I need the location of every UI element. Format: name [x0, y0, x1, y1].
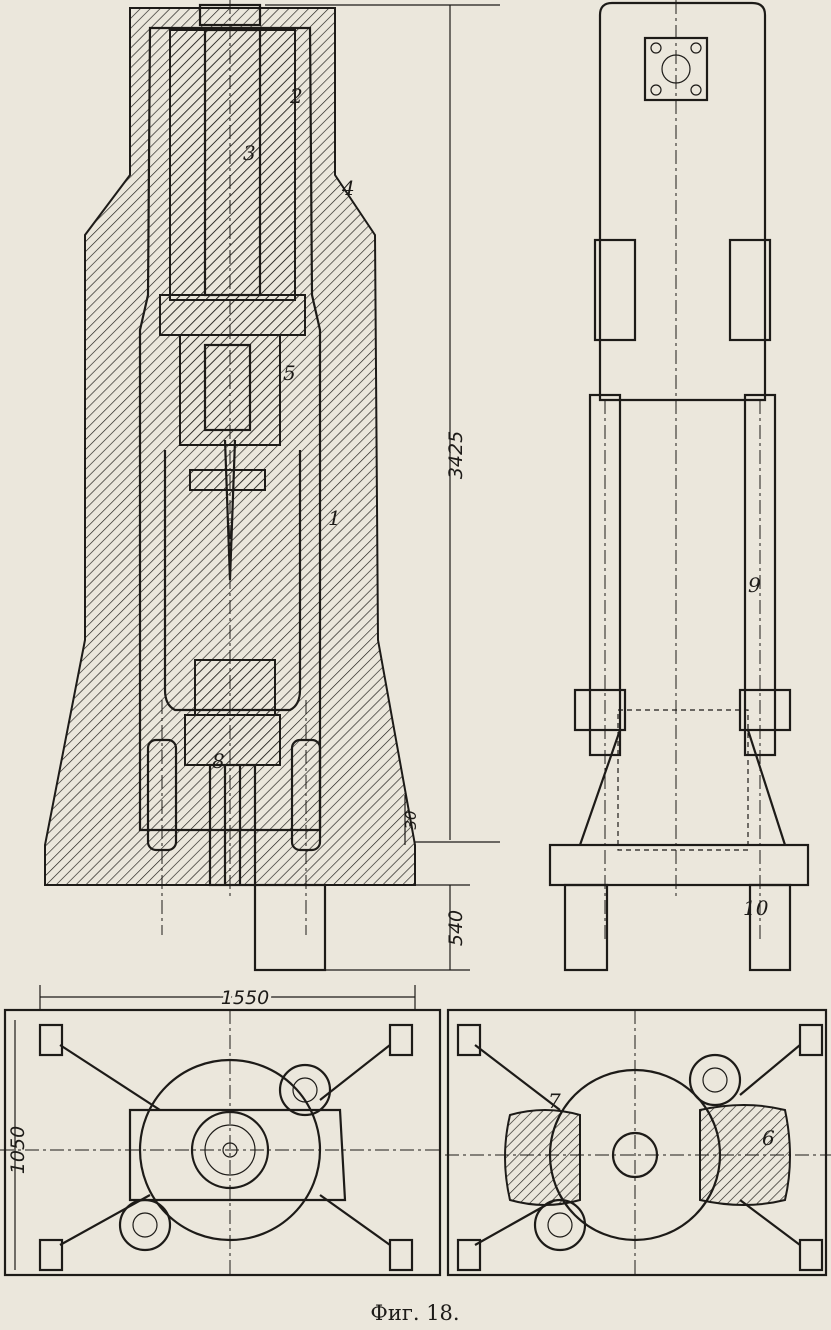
label-6: 6: [762, 1126, 775, 1150]
dim-height-total: 3425: [445, 431, 467, 479]
dimension-lines: [14, 4, 500, 1270]
label-3: 3: [243, 141, 256, 165]
label-4: 4: [341, 176, 355, 200]
dim-plan-length: 1550: [221, 987, 269, 1009]
label-8: 8: [212, 749, 225, 773]
plan-view-left: [0, 1008, 442, 1277]
side-view: [548, 0, 810, 972]
dim-base-thickness: 30: [402, 810, 420, 829]
label-9: 9: [748, 573, 761, 597]
label-1: 1: [328, 506, 341, 530]
plan-view-right: [445, 1008, 831, 1277]
dim-rod-extension: 540: [445, 910, 467, 946]
front-section-view: [44, 0, 416, 972]
label-7: 7: [548, 1089, 561, 1113]
part-labels: 2 3 4 5 1 8 9 10 7 6: [212, 84, 775, 1150]
figure-caption: Фиг. 18.: [370, 1301, 459, 1325]
label-5: 5: [283, 361, 296, 385]
label-2: 2: [289, 84, 303, 108]
label-10: 10: [743, 896, 769, 920]
